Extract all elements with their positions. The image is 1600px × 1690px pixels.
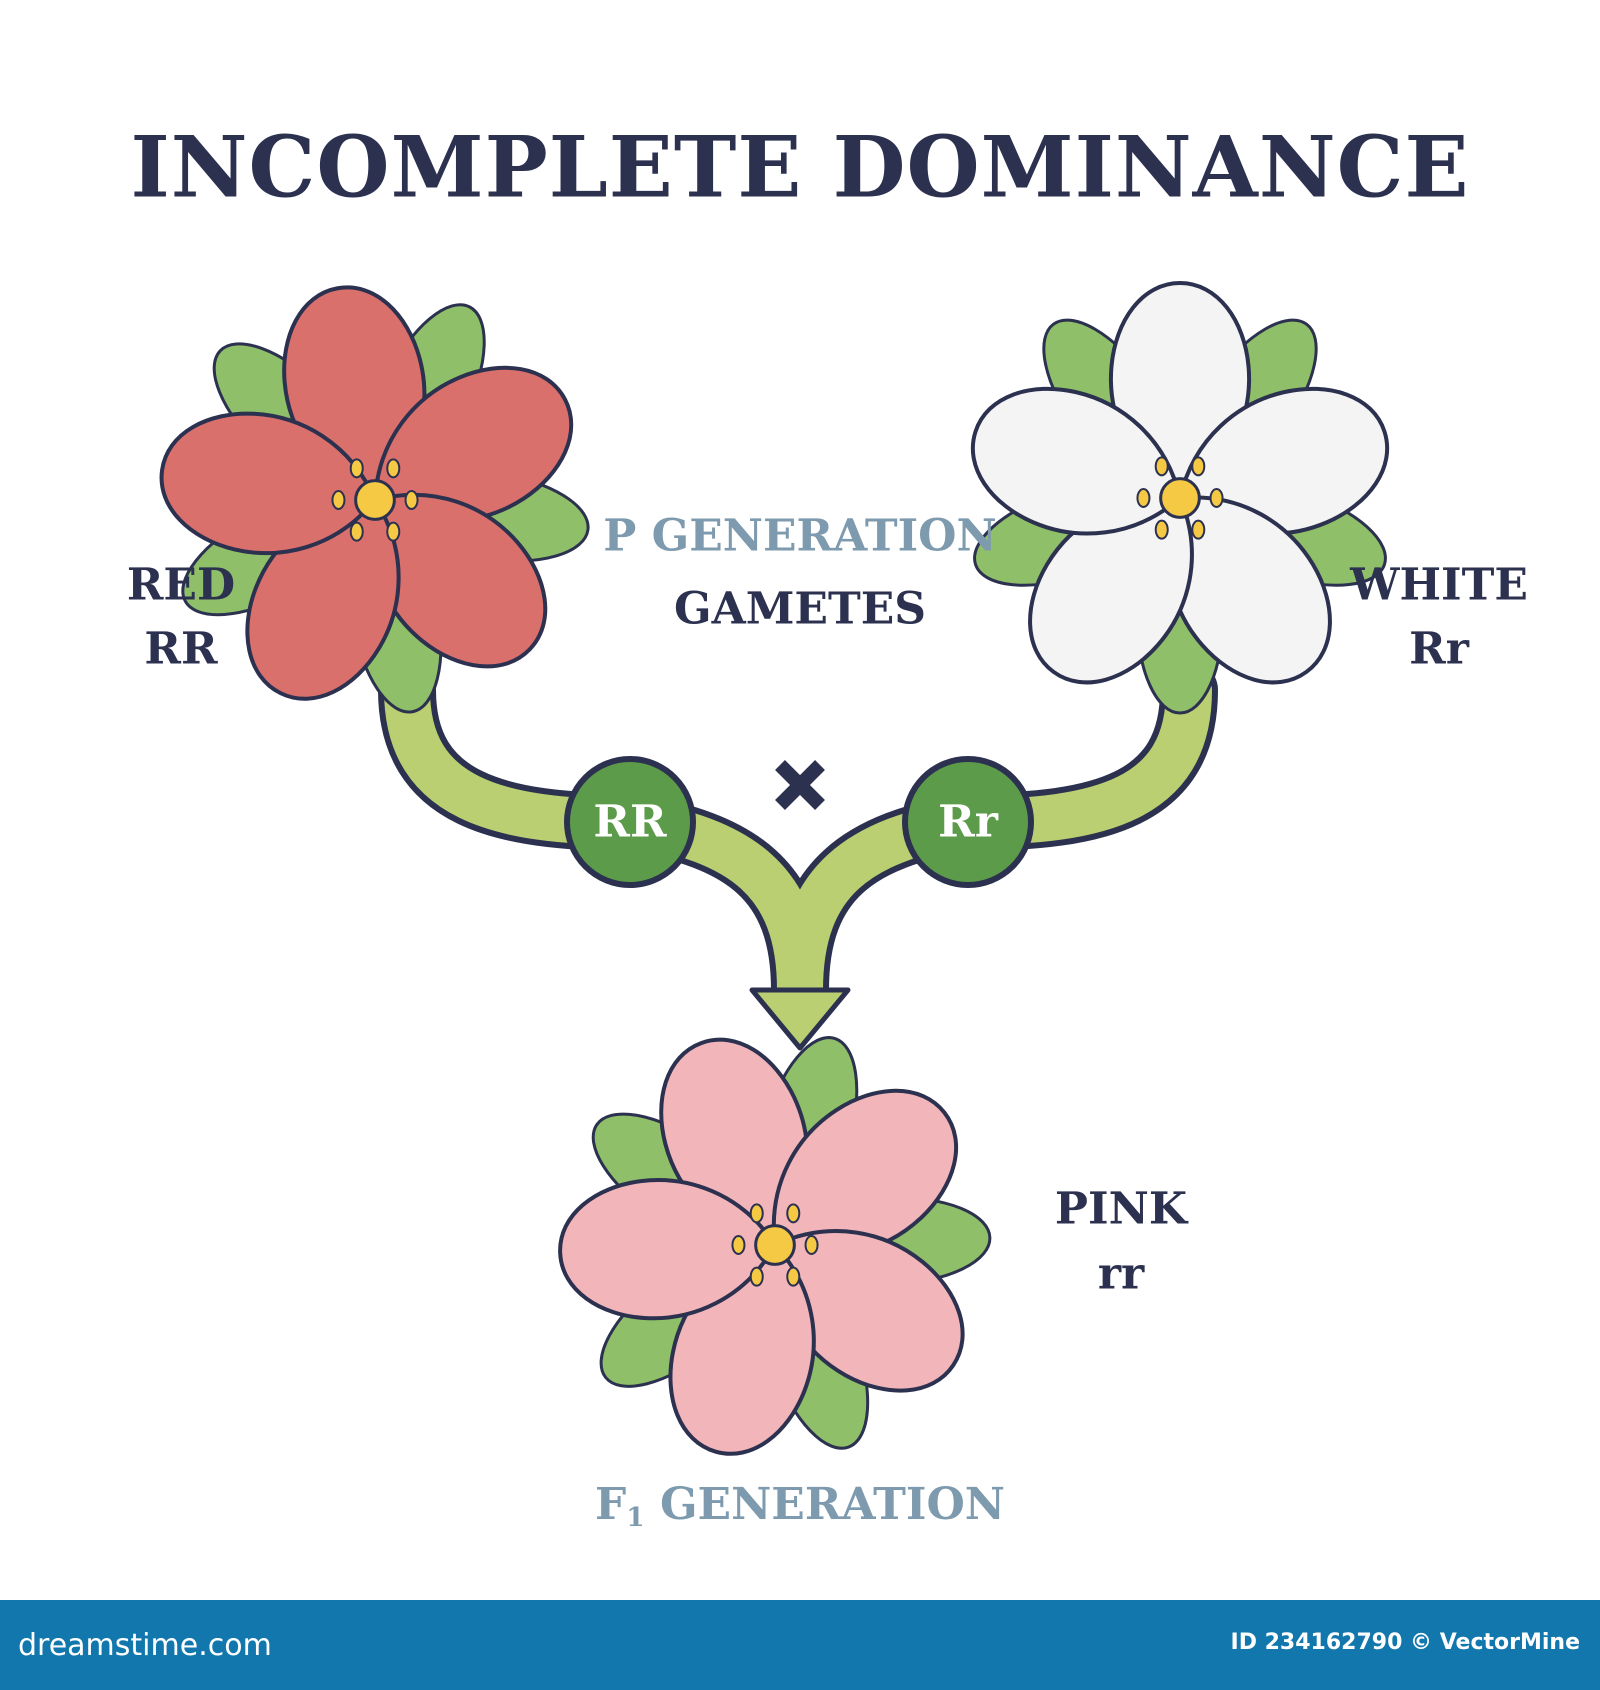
stamen <box>731 1235 746 1255</box>
stamen <box>386 521 401 542</box>
gamete-circle-left <box>564 756 696 888</box>
pink-genotype: rr <box>1097 1248 1145 1300</box>
stamen <box>804 1235 819 1255</box>
gametes-label: GAMETES <box>673 583 927 635</box>
red-flower <box>159 285 590 714</box>
arrowhead-icon <box>749 987 851 1051</box>
gamete-right-label: Rr <box>938 796 998 848</box>
pink-label: PINK <box>1054 1183 1188 1235</box>
cross-icon <box>775 760 825 810</box>
white-flower <box>971 280 1389 715</box>
stamen <box>1209 488 1224 508</box>
pink-flower <box>558 1036 992 1456</box>
stamen <box>349 458 364 479</box>
diagram-art <box>159 280 1389 1456</box>
flower-center <box>354 479 396 521</box>
page-title: INCOMPLETE DOMINANCE <box>130 117 1470 217</box>
flower-center <box>754 1224 796 1266</box>
stamen <box>1191 519 1206 540</box>
stamen <box>1191 456 1206 477</box>
f1-generation-label: F1 GENERATION <box>595 1479 1005 1533</box>
gamete-circle-right <box>902 756 1034 888</box>
stamen <box>786 1266 801 1287</box>
stamen <box>749 1266 764 1287</box>
red-genotype: RR <box>144 623 218 675</box>
stamen <box>386 458 401 479</box>
white-label: WHITE <box>1350 559 1528 611</box>
footer-bar: dreamstime.com ID 234162790 © VectorMine <box>0 1600 1600 1690</box>
petal <box>971 386 1183 536</box>
petal <box>558 1178 778 1321</box>
f1-label: GENERATION <box>659 1479 1005 1531</box>
flower-center <box>1159 477 1201 519</box>
stamen <box>404 490 419 510</box>
white-genotype: Rr <box>1409 623 1469 675</box>
f1-subscript: 1 <box>626 1501 645 1533</box>
stamen <box>749 1203 764 1224</box>
stamen <box>1154 519 1169 540</box>
stamen <box>786 1203 801 1224</box>
stamen <box>1136 488 1151 508</box>
gamete-left-label: RR <box>593 796 667 848</box>
image-credit: ID 234162790 © VectorMine <box>1230 1630 1580 1655</box>
brand-logo[interactable]: dreamstime.com <box>18 1628 272 1663</box>
f1-prefix: F <box>595 1479 627 1531</box>
red-label: RED <box>126 559 236 611</box>
petal <box>159 411 378 555</box>
cross-arrows <box>378 661 1218 1019</box>
stamen <box>331 490 346 510</box>
p-generation-label: P GENERATION <box>603 510 997 562</box>
stamen <box>349 521 364 542</box>
stamen <box>1154 456 1169 477</box>
